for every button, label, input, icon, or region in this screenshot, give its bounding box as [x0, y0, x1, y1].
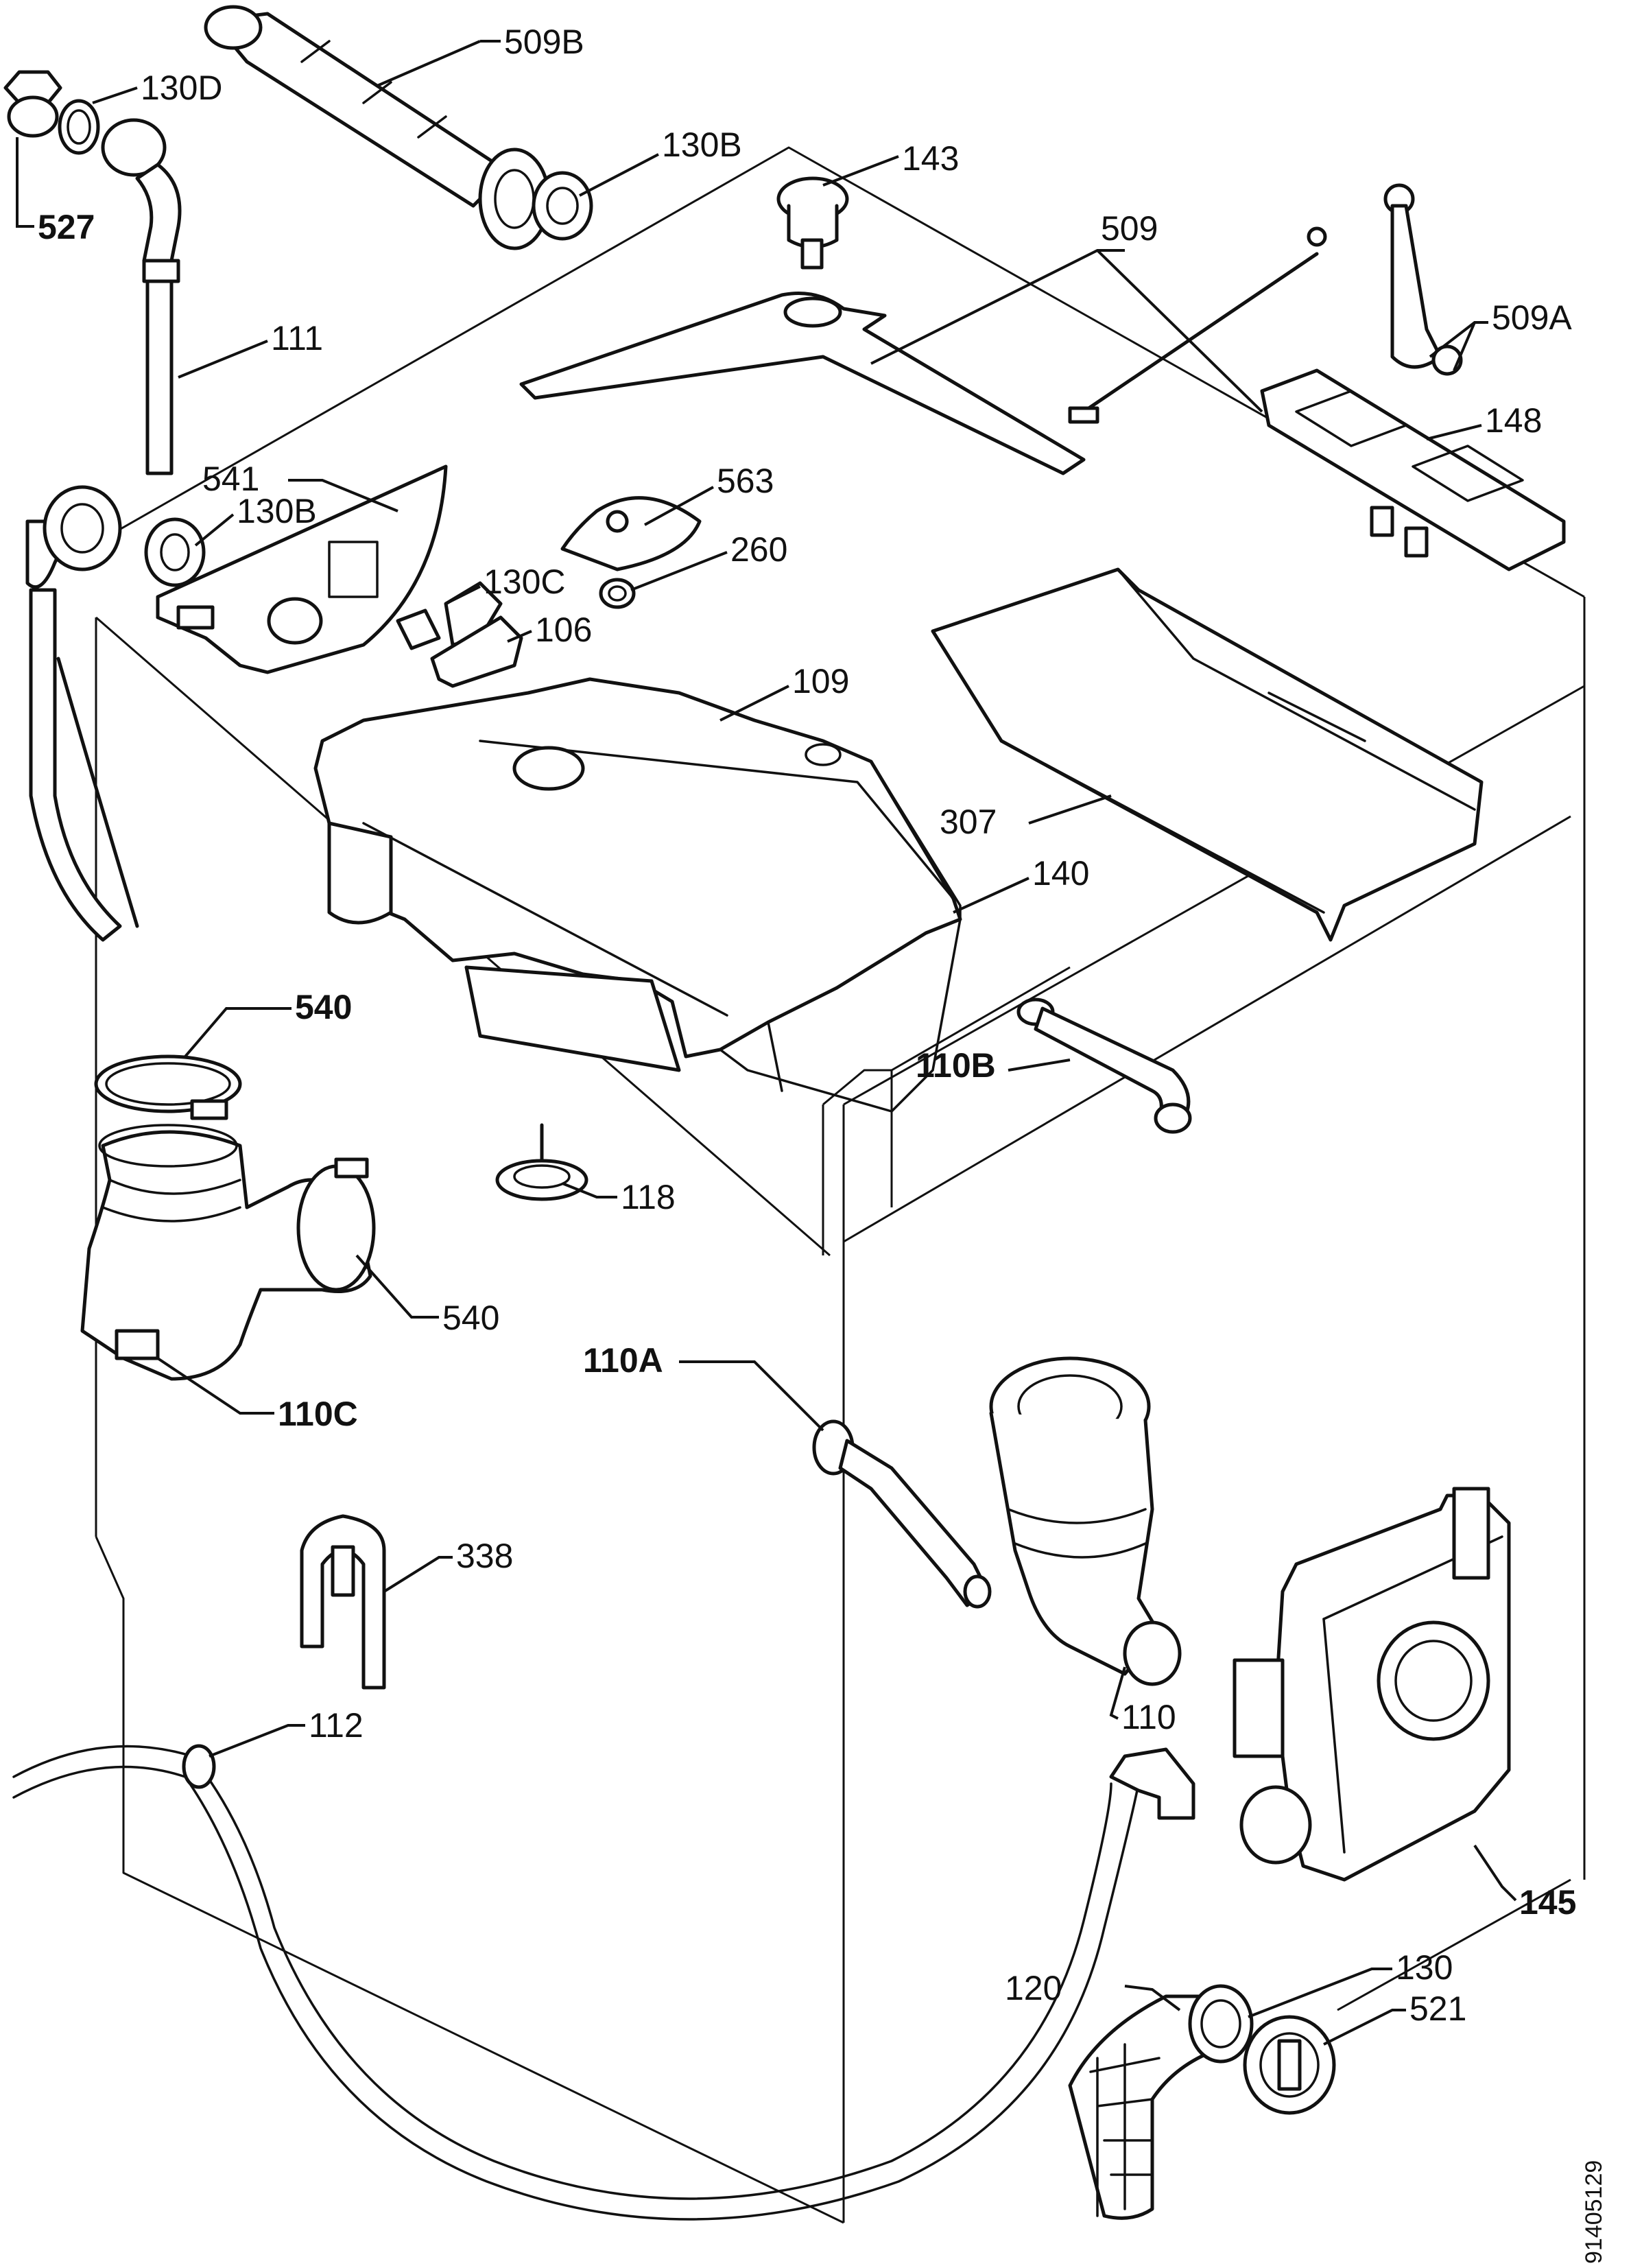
- label-118: 118: [621, 1178, 676, 1216]
- label-509b: 509B: [504, 23, 584, 61]
- part-260-spring: [599, 578, 636, 609]
- label-106: 106: [535, 611, 592, 649]
- label-130d: 130D: [141, 69, 223, 107]
- part-110c-sump-hose: [80, 1124, 372, 1381]
- part-130c-valve: [396, 581, 503, 650]
- part-145-pump: [1233, 1487, 1511, 1882]
- part-130b-mid-nut: [144, 517, 206, 587]
- callout-labels: 509B 130D 527 130B 143 509 509A 111 148 …: [38, 23, 1607, 2264]
- label-540-bottom: 540: [442, 1299, 499, 1337]
- part-143-knob: [776, 176, 849, 270]
- part-540-clamp-bottom: [296, 1157, 376, 1292]
- part-509-lever: [519, 226, 1327, 475]
- label-509: 509: [1101, 209, 1158, 248]
- label-140: 140: [1032, 854, 1089, 893]
- label-130c: 130C: [484, 563, 566, 601]
- label-111: 111: [271, 319, 323, 357]
- label-110a: 110A: [583, 1341, 663, 1380]
- part-521-cap: [1243, 2015, 1336, 2115]
- label-120: 120: [1005, 1969, 1062, 2007]
- part-111-fill-hose: [25, 118, 182, 942]
- part-130b-upper-nut: [532, 171, 593, 241]
- part-130-seal: [1188, 1984, 1254, 2064]
- part-148-switch-housing: [1260, 368, 1566, 571]
- leader-lines: [16, 40, 1517, 2046]
- part-112-drain-hose: [12, 1744, 1195, 2221]
- part-540-clamp-top: [94, 1054, 242, 1120]
- label-527: 527: [38, 208, 95, 246]
- label-130b-mid: 130B: [237, 492, 317, 530]
- label-521: 521: [1409, 1989, 1466, 2028]
- label-110c: 110C: [278, 1395, 358, 1433]
- part-509a-arm: [1383, 183, 1463, 376]
- part-110-bellows: [989, 1356, 1182, 1686]
- part-307-drawer: [931, 567, 1484, 942]
- label-307: 307: [940, 803, 997, 841]
- label-110: 110: [1121, 1698, 1176, 1736]
- part-110b-small-hose: [1016, 997, 1192, 1134]
- label-130: 130: [1396, 1948, 1453, 1987]
- document-id: 91405129: [1581, 2160, 1607, 2264]
- part-130d-washer: [58, 99, 100, 155]
- label-148: 148: [1485, 401, 1542, 440]
- part-106-clip: [430, 615, 523, 688]
- label-112: 112: [309, 1706, 364, 1745]
- part-110a-hose: [812, 1419, 992, 1609]
- label-338: 338: [456, 1537, 513, 1575]
- label-541: 541: [202, 460, 259, 498]
- part-509b-inlet-hose: [204, 5, 551, 250]
- label-540-top: 540: [295, 988, 352, 1026]
- part-541-bracket: [156, 464, 448, 674]
- part-118-filter-disk: [495, 1123, 588, 1201]
- label-145: 145: [1519, 1883, 1576, 1922]
- part-140-cover-edge: [870, 760, 962, 921]
- part-563-cam-plate: [560, 496, 702, 571]
- label-109: 109: [792, 662, 849, 700]
- part-338-clip: [300, 1514, 386, 1690]
- label-509a: 509A: [1492, 298, 1572, 337]
- label-563: 563: [717, 462, 774, 500]
- label-110b: 110B: [916, 1046, 996, 1085]
- label-260: 260: [730, 530, 787, 569]
- label-130b-top: 130B: [662, 126, 742, 164]
- part-527-nut: [3, 70, 62, 138]
- label-143: 143: [902, 139, 959, 178]
- part-109-dispenser-housing: [313, 677, 962, 1113]
